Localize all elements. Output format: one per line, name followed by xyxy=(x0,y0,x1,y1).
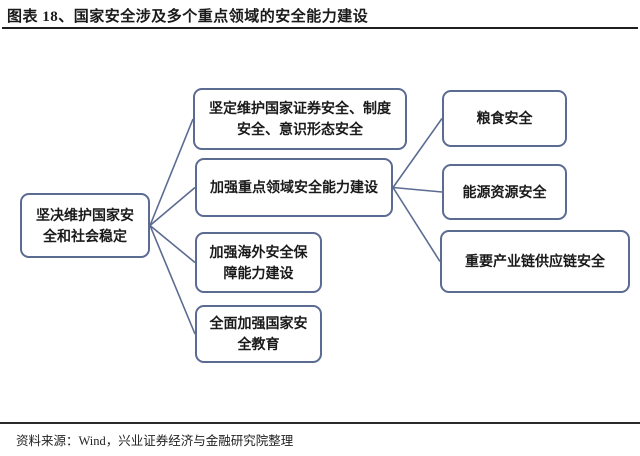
diagram-node-key-fields-capability: 加强重点领域安全能力建设 xyxy=(195,158,393,217)
diagram-node-security-education: 全面加强国家安全教育 xyxy=(195,305,322,363)
data-source-note: 资料来源：Wind，兴业证券经济与金融研究院整理 xyxy=(16,434,294,448)
diagram-node-root: 坚决维护国家安全和社会稳定 xyxy=(20,193,150,258)
diagram-node-overseas-security: 加强海外安全保障能力建设 xyxy=(195,232,322,293)
diagram-node-energy-security: 能源资源安全 xyxy=(442,164,567,220)
diagram-node-food-security: 粮食安全 xyxy=(442,90,567,147)
diagram-node-political-security: 坚定维护国家证券安全、制度安全、意识形态安全 xyxy=(193,88,407,150)
footer-rule xyxy=(0,422,640,424)
diagram-node-supply-chain-security: 重要产业链供应链安全 xyxy=(440,230,630,293)
title-underline-rule xyxy=(2,27,638,29)
figure-title: 图表 18、国家安全涉及多个重点领域的安全能力建设 xyxy=(7,9,369,25)
